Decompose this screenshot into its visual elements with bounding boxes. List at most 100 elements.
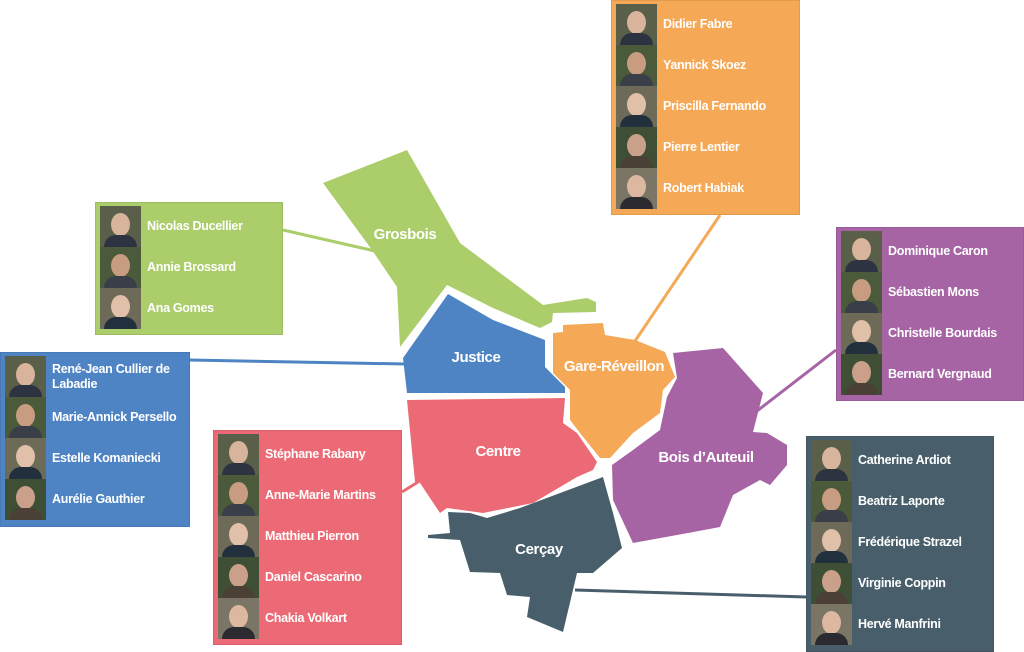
member-name: Anne-Marie Martins [265, 488, 376, 502]
member-photo [218, 557, 259, 598]
member-name: Estelle Komaniecki [52, 451, 161, 465]
member-name: Nicolas Ducellier [147, 219, 243, 233]
member-photo [616, 86, 657, 127]
member-photo [616, 127, 657, 168]
member-name: Yannick Skoez [663, 58, 746, 72]
member-photo [100, 247, 141, 288]
connector-centre [401, 480, 419, 494]
member-photo [100, 206, 141, 247]
member-photo [5, 397, 46, 438]
member-photo [841, 354, 882, 395]
member-row: Catherine Ardiot [811, 440, 989, 481]
member-photo [811, 563, 852, 604]
district-cercay[interactable] [428, 477, 622, 632]
member-row: Sébastien Mons [841, 272, 1019, 313]
member-photo [811, 440, 852, 481]
member-photo [811, 481, 852, 522]
member-photo [218, 598, 259, 639]
member-name: Christelle Bourdais [888, 326, 997, 340]
member-row: Stéphane Rabany [218, 434, 397, 475]
member-name: Bernard Vergnaud [888, 367, 992, 381]
district-label-gare-reveillon: Gare-Réveillon [564, 358, 665, 375]
member-row: Didier Fabre [616, 4, 795, 45]
member-row: Virginie Coppin [811, 563, 989, 604]
district-label-justice: Justice [452, 349, 501, 366]
member-row: Marie-Annick Persello [5, 397, 185, 438]
member-name: Pierre Lentier [663, 140, 740, 154]
member-name: Annie Brossard [147, 260, 236, 274]
member-photo [100, 288, 141, 329]
connector-grosbois [282, 228, 376, 253]
district-label-centre: Centre [475, 443, 520, 460]
member-photo [616, 168, 657, 209]
member-name: Beatriz Laporte [858, 494, 945, 508]
member-photo [616, 4, 657, 45]
member-row: Daniel Cascarino [218, 557, 397, 598]
member-photo [5, 438, 46, 479]
member-row: Pierre Lentier [616, 127, 795, 168]
member-name: Stéphane Rabany [265, 447, 366, 461]
member-photo [811, 522, 852, 563]
member-photo [841, 231, 882, 272]
member-row: Annie Brossard [100, 247, 278, 288]
connector-justice [189, 358, 406, 366]
member-row: Aurélie Gauthier [5, 479, 185, 520]
member-photo [218, 434, 259, 475]
member-name: Hervé Manfrini [858, 617, 941, 631]
member-photo [5, 479, 46, 520]
member-name: René-Jean Cullier de Labadie [52, 361, 170, 391]
district-centre[interactable] [407, 398, 597, 513]
district-label-cercay: Cerçay [515, 541, 564, 558]
member-row: Beatriz Laporte [811, 481, 989, 522]
member-name: Robert Habiak [663, 181, 744, 195]
member-name: Daniel Cascarino [265, 570, 362, 584]
member-photo [5, 356, 46, 397]
member-name: Ana Gomes [147, 301, 214, 315]
member-name: Catherine Ardiot [858, 453, 951, 467]
member-name: Marie-Annick Persello [52, 410, 177, 424]
member-name: Dominique Caron [888, 244, 988, 258]
member-photo [218, 475, 259, 516]
member-name: Sébastien Mons [888, 285, 979, 299]
member-row: Robert Habiak [616, 168, 795, 209]
connector-gare-reveillon [633, 214, 722, 342]
district-label-bois-dauteuil: Bois d’Auteuil [658, 449, 753, 466]
district-gare-reveillon[interactable] [553, 323, 675, 458]
member-row: Estelle Komaniecki [5, 438, 185, 479]
member-name: Virginie Coppin [858, 576, 946, 590]
member-name: Aurélie Gauthier [52, 492, 145, 506]
member-photo [218, 516, 259, 557]
member-photo [841, 272, 882, 313]
member-photo [811, 604, 852, 645]
member-name: Priscilla Fernando [663, 99, 766, 113]
member-photo [841, 313, 882, 354]
member-row: Yannick Skoez [616, 45, 795, 86]
district-bois-dauteuil[interactable] [612, 348, 787, 543]
member-name: Didier Fabre [663, 17, 733, 31]
district-justice[interactable] [403, 294, 565, 393]
district-label-grosbois: Grosbois [374, 226, 437, 243]
member-photo [616, 45, 657, 86]
member-row: Chakia Volkart [218, 598, 397, 639]
member-row: Nicolas Ducellier [100, 206, 278, 247]
connector-cercay [574, 588, 807, 599]
member-name: Chakia Volkart [265, 611, 347, 625]
member-row: Anne-Marie Martins [218, 475, 397, 516]
member-name: Frédérique Strazel [858, 535, 962, 549]
member-row: Ana Gomes [100, 288, 278, 329]
member-row: Frédérique Strazel [811, 522, 989, 563]
connector-bois-dauteuil [756, 348, 837, 413]
member-name: Matthieu Pierron [265, 529, 359, 543]
member-row: Dominique Caron [841, 231, 1019, 272]
member-row: Priscilla Fernando [616, 86, 795, 127]
member-row: Christelle Bourdais [841, 313, 1019, 354]
member-row: Matthieu Pierron [218, 516, 397, 557]
member-row: René-Jean Cullier de Labadie [5, 356, 185, 397]
district-grosbois[interactable] [323, 150, 596, 347]
